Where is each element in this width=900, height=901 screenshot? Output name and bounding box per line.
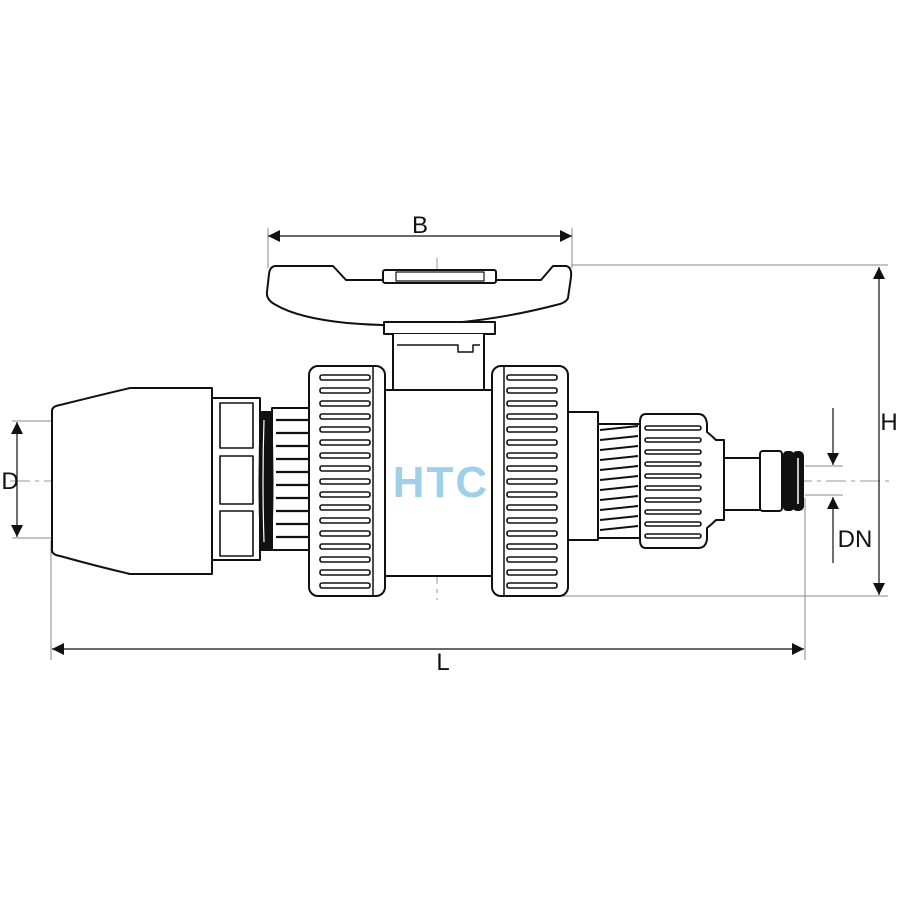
o-ring <box>258 411 274 551</box>
handle-stem <box>392 334 485 391</box>
extension-lines <box>12 228 888 660</box>
left-pipe-stub <box>271 407 313 551</box>
dim-label-b: B <box>412 212 428 239</box>
connector-seal-ring <box>783 451 794 511</box>
handle-base-plate <box>383 321 496 335</box>
handle-top-recess <box>395 271 485 282</box>
threaded-adapter-shoulder <box>567 411 599 541</box>
dim-label-d: D <box>1 468 18 495</box>
htc-logo: HTC <box>393 458 489 507</box>
dim-label-l: L <box>436 649 449 676</box>
dimension-lines <box>11 230 885 655</box>
handle-top-plate <box>382 269 497 284</box>
threaded-section <box>597 423 643 539</box>
stem-notch <box>397 344 480 353</box>
quick-coupling-nut <box>639 413 725 549</box>
left-stub-ribs <box>276 418 308 539</box>
dim-label-dn: DN <box>838 526 873 553</box>
dim-label-h: H <box>880 409 897 436</box>
valve-drawing <box>51 265 804 597</box>
coupling-ribs <box>644 425 702 539</box>
compression-fitting-cap <box>51 387 213 575</box>
connector-collar <box>759 450 783 512</box>
thread-lines <box>599 425 639 531</box>
right-union-ribs <box>506 374 558 589</box>
left-union-ribs <box>319 374 371 589</box>
connector-spout <box>723 457 763 511</box>
